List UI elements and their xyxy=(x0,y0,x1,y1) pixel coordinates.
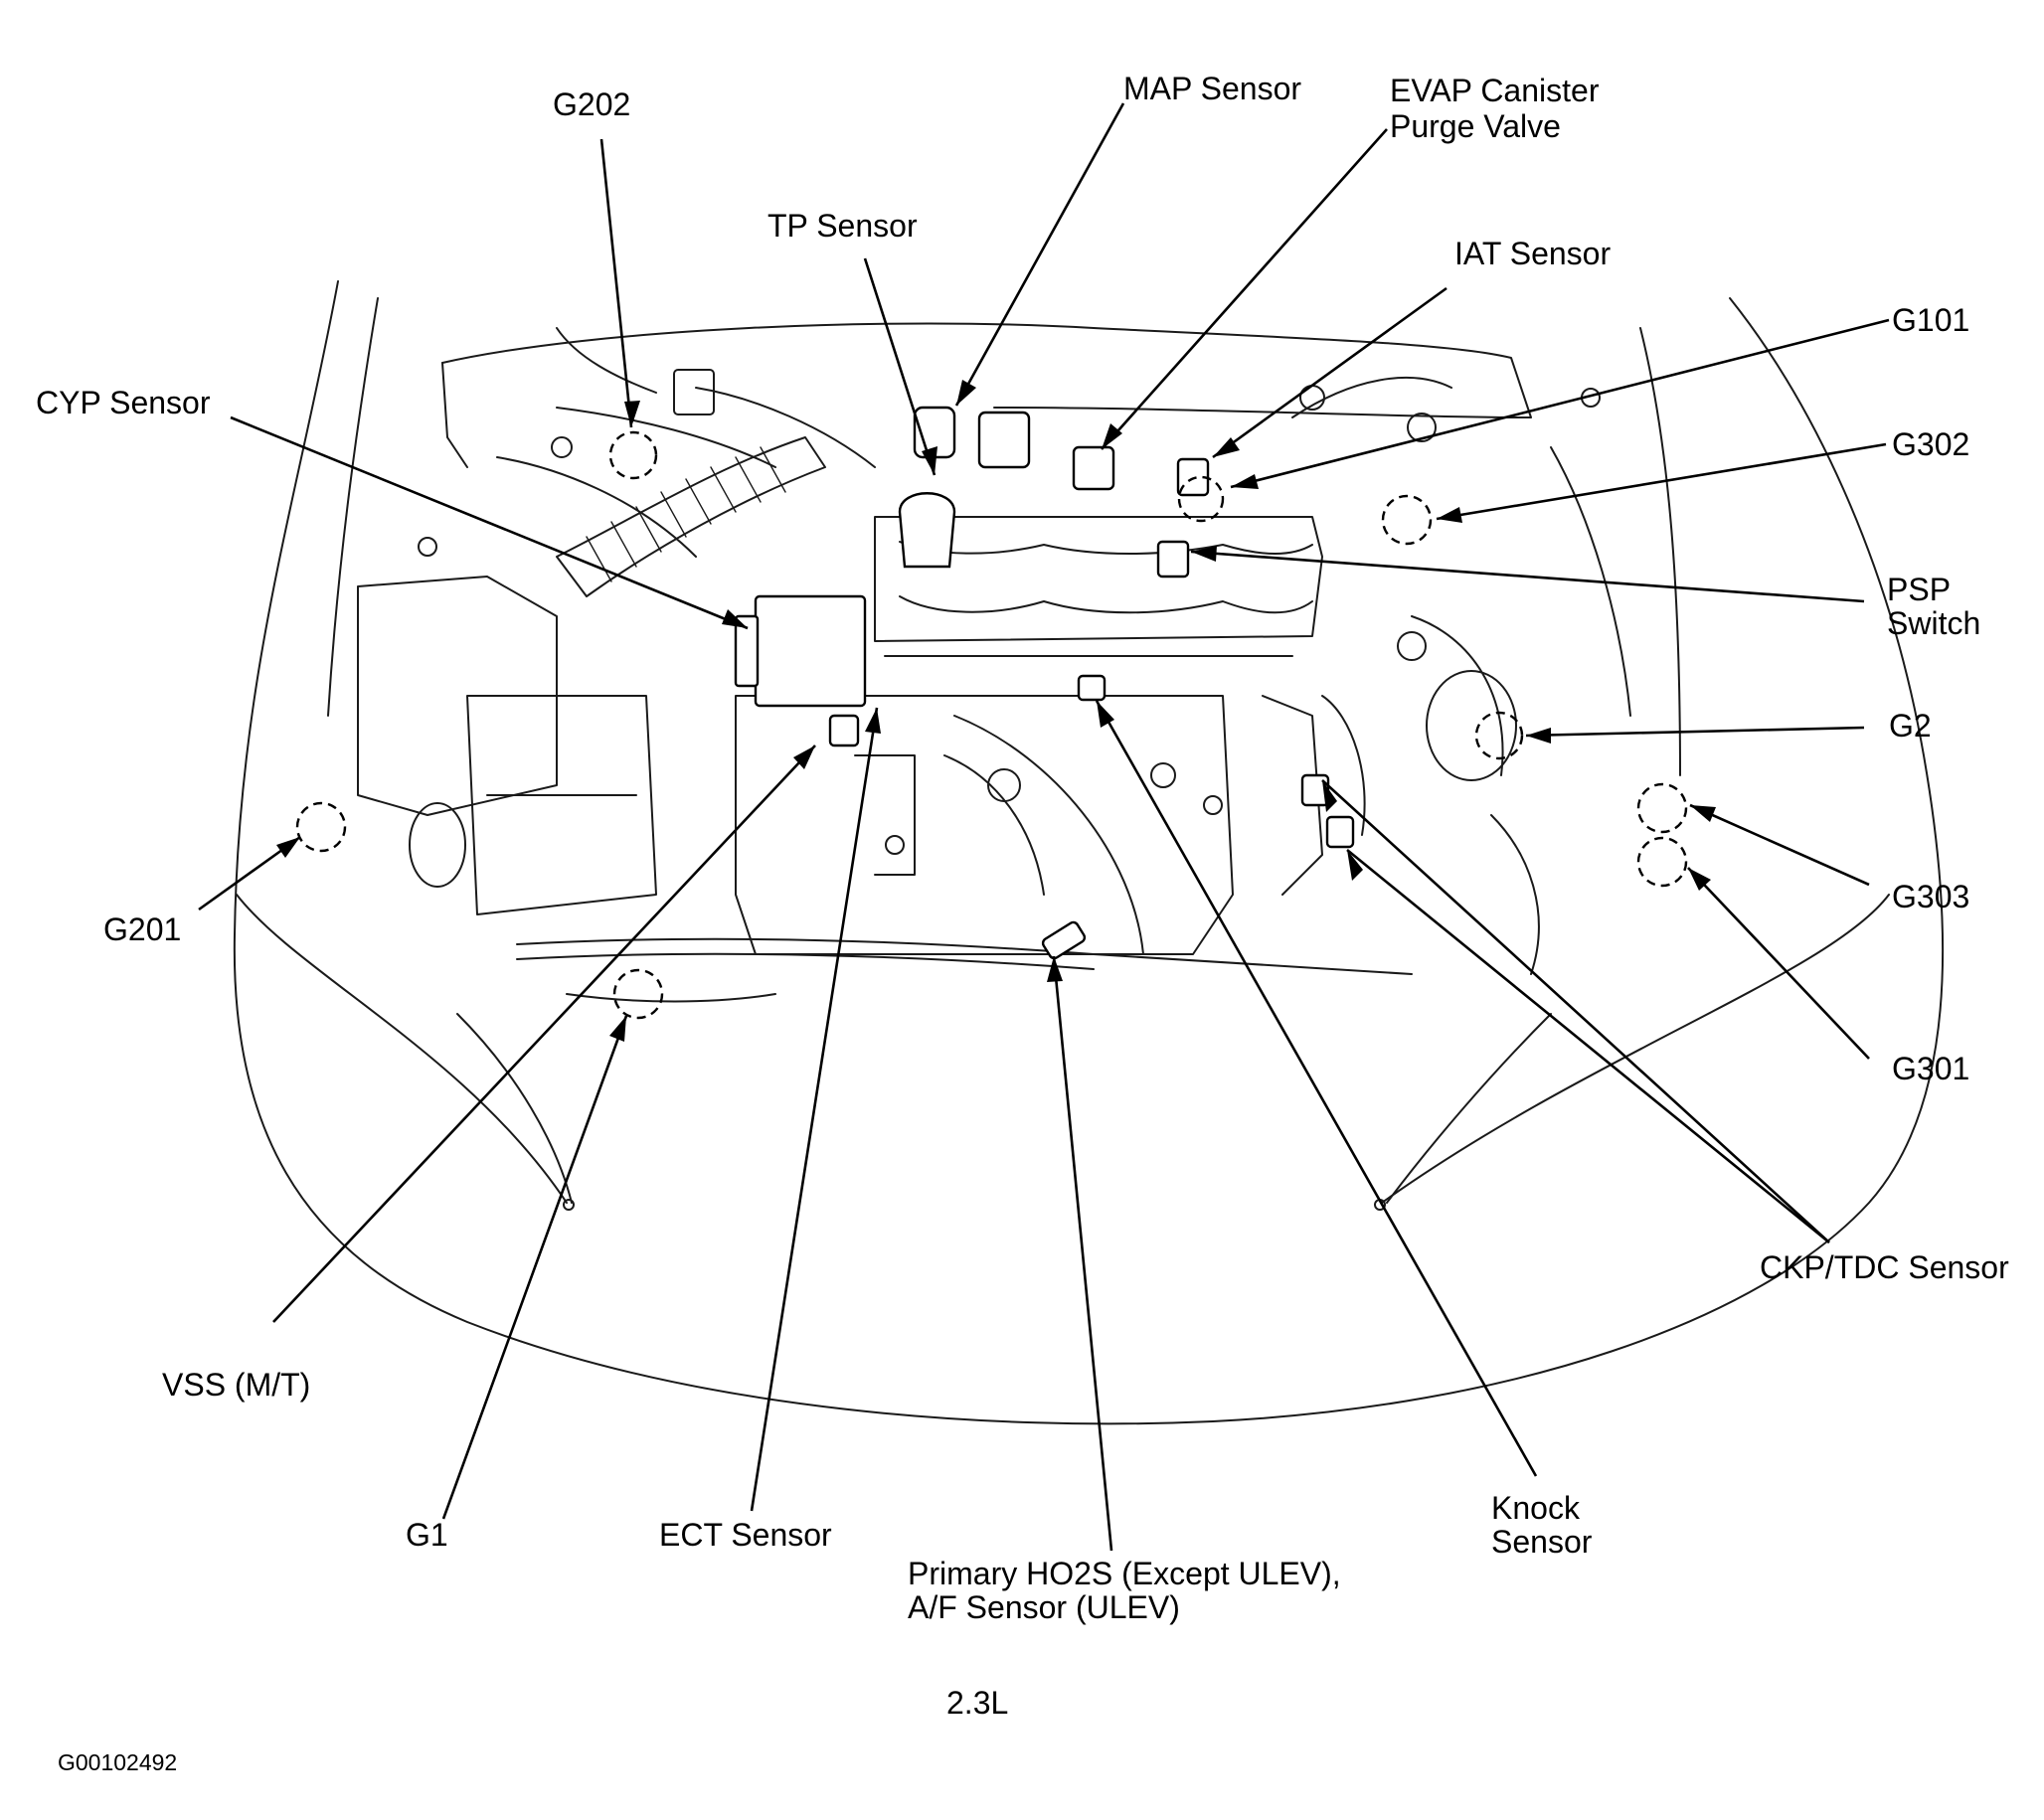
label-g301: G301 xyxy=(1892,1051,1970,1086)
g303-circle xyxy=(1636,782,1688,834)
arrowheads xyxy=(276,380,1716,1042)
label-iat-sensor: IAT Sensor xyxy=(1454,236,1612,271)
label-cyp-sensor: CYP Sensor xyxy=(36,385,211,420)
components xyxy=(734,406,1355,960)
vehicle-body-outline xyxy=(233,280,1945,1425)
ground-points xyxy=(295,430,1688,1020)
label-g303: G303 xyxy=(1892,879,1970,914)
label-g302: G302 xyxy=(1892,426,1970,462)
g302-circle xyxy=(1381,494,1433,546)
label-vss: VSS (M/T) xyxy=(162,1367,311,1403)
label-g1: G1 xyxy=(406,1517,448,1553)
engine-bay-structure xyxy=(357,322,1631,1003)
evap-valve-body xyxy=(977,411,1031,469)
engine-size-label: 2.3L xyxy=(946,1685,1009,1721)
ho2s-part xyxy=(1041,920,1087,960)
label-ckp-tdc-sensor: CKP/TDC Sensor xyxy=(1760,1249,2009,1285)
cyp-sensor-part xyxy=(754,594,867,708)
g202-circle xyxy=(608,430,658,480)
label-ect-sensor: ECT Sensor xyxy=(659,1517,832,1553)
g2-circle xyxy=(1474,711,1524,760)
label-knock-line2: Sensor xyxy=(1491,1524,1593,1560)
label-evap-line1: EVAP Canister xyxy=(1390,73,1600,108)
label-ho2s-line1: Primary HO2S (Except ULEV), xyxy=(908,1556,1341,1591)
label-tp-sensor: TP Sensor xyxy=(767,208,918,244)
label-evap-line2: Purge Valve xyxy=(1390,108,1561,144)
leader-lines xyxy=(198,102,1890,1552)
label-psp-line1: PSP xyxy=(1887,572,1952,607)
label-g202: G202 xyxy=(553,86,631,122)
psp-switch-part xyxy=(1156,540,1190,579)
tp-sensor-part xyxy=(898,492,956,569)
g101-circle xyxy=(1177,475,1225,523)
ect-sensor-part xyxy=(828,714,860,747)
label-g101: G101 xyxy=(1892,302,1970,338)
g201-circle xyxy=(295,801,347,853)
label-ho2s-line2: A/F Sensor (ULEV) xyxy=(908,1589,1180,1625)
label-knock-line1: Knock xyxy=(1491,1490,1580,1526)
label-psp-line2: Switch xyxy=(1887,605,1981,641)
g301-circle xyxy=(1636,836,1688,888)
evap-purge-valve-part xyxy=(1072,445,1115,491)
label-map-sensor: MAP Sensor xyxy=(1123,71,1302,106)
knock-sensor-part xyxy=(1077,674,1107,702)
g1-circle xyxy=(612,968,664,1020)
label-g2: G2 xyxy=(1889,708,1932,744)
figure-code: G00102492 xyxy=(58,1749,178,1775)
label-g201: G201 xyxy=(103,911,182,947)
ckp-tdc-part-2 xyxy=(1325,815,1355,849)
